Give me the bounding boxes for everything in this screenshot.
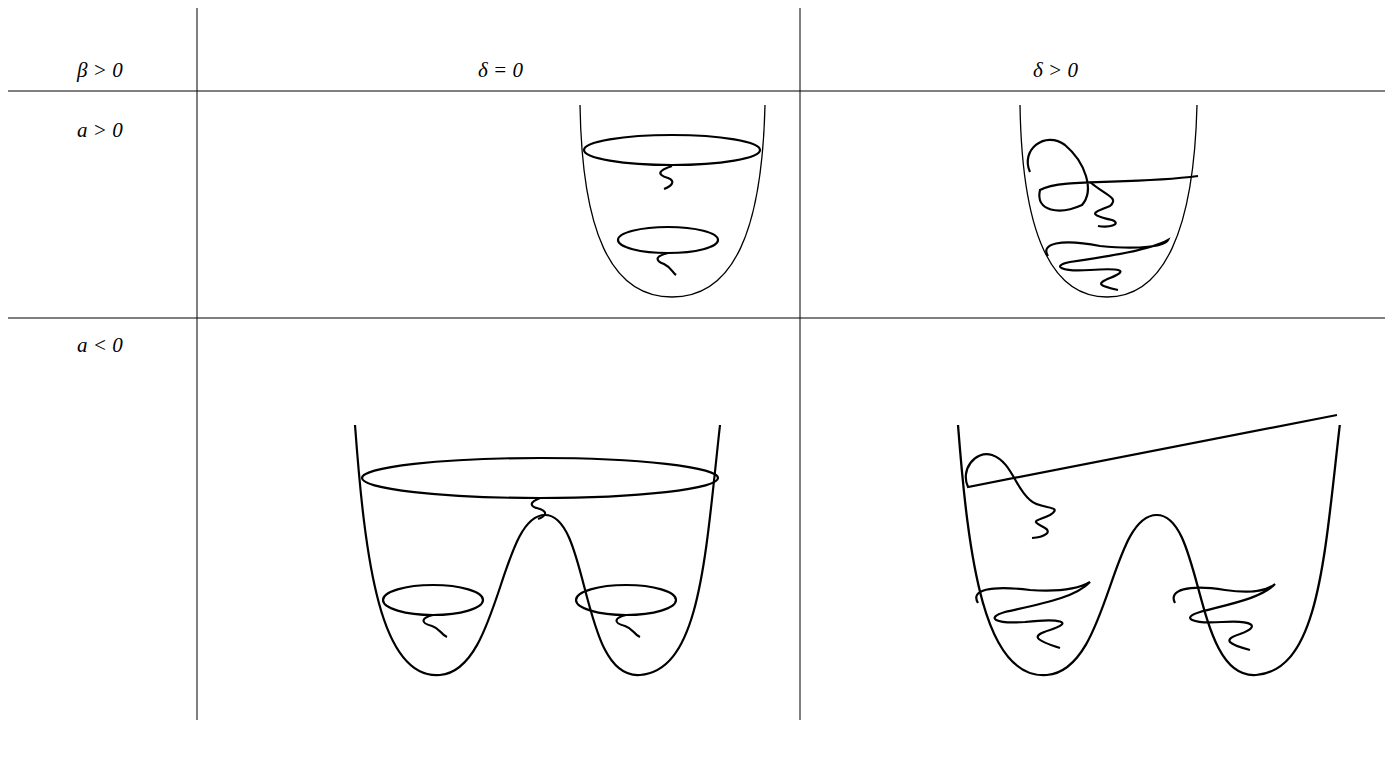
column-header: β > 0 bbox=[75, 58, 125, 83]
table-grid bbox=[8, 8, 1385, 720]
single-well bbox=[580, 105, 765, 297]
row-header: a > 0 bbox=[75, 118, 125, 143]
column-header: δ > 0 bbox=[1031, 58, 1080, 83]
double-well bbox=[355, 425, 720, 675]
damped-single-well bbox=[1020, 105, 1198, 297]
column-header: δ = 0 bbox=[476, 58, 525, 83]
damped-double-well bbox=[958, 415, 1340, 675]
row-header: a < 0 bbox=[75, 333, 125, 358]
